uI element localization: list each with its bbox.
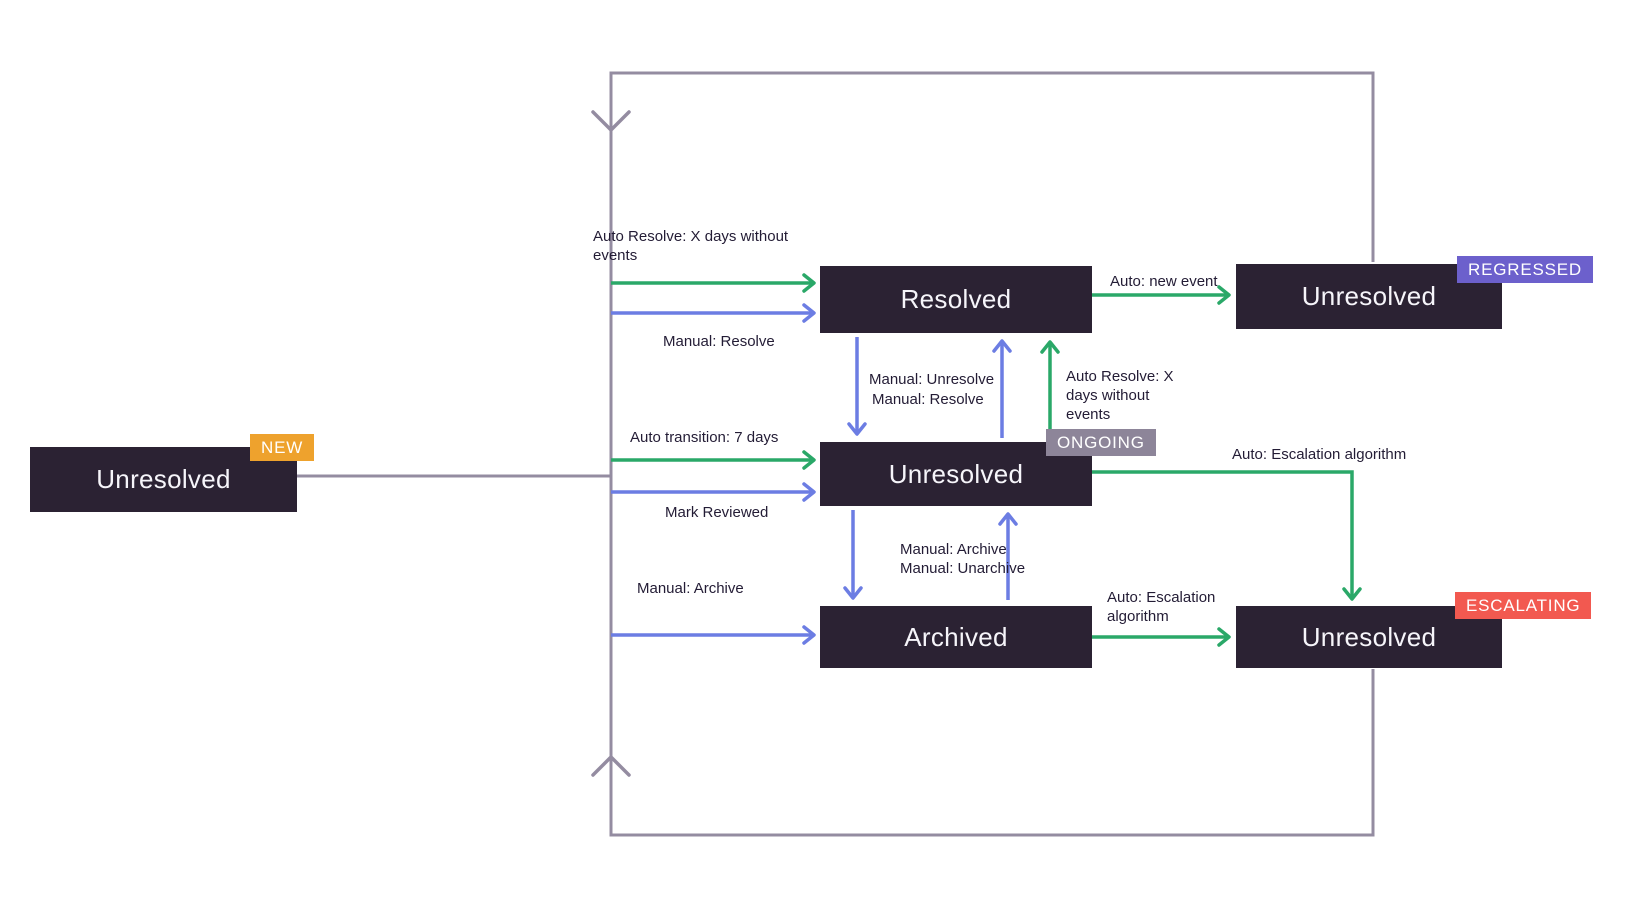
- state-label: Resolved: [900, 284, 1012, 314]
- state-label: Unresolved: [888, 458, 1024, 489]
- arrow-auto-escalation-top: [1092, 470, 1362, 601]
- edge-label-manual-resolve-mid: Manual: Resolve: [872, 391, 984, 408]
- state-label: Unresolved: [1301, 281, 1437, 311]
- state-box-archived: Archived: [820, 606, 1092, 668]
- loop-bottom-route: [609, 476, 1375, 837]
- edge-label-manual-unresolve: Manual: Unresolve: [869, 371, 995, 388]
- edge-label-mark-reviewed: Mark Reviewed: [665, 504, 769, 521]
- state-label: Unresolved: [1301, 621, 1437, 652]
- status-badge-escalating: ESCALATING: [1455, 592, 1592, 619]
- edge-label-manual-archive-mid: Manual: Archive: [900, 541, 1007, 558]
- state-box-resolved: Resolved: [820, 266, 1092, 333]
- status-badge-ongoing: ONGOING: [1046, 429, 1156, 456]
- edge-label-auto-new-event: Auto: new event: [1110, 273, 1218, 290]
- edge-label-manual-resolve-left: Manual: Resolve: [663, 333, 775, 350]
- edge-label-auto-escalation-mid: Auto: Escalation algorithm: [1107, 589, 1216, 625]
- edge-label-auto-resolve-right: Auto Resolve: X days without events: [1066, 368, 1174, 423]
- status-badge-new: NEW: [250, 434, 315, 461]
- edge-label-manual-unarchive-mid: Manual: Unarchive: [900, 560, 1026, 577]
- state-label: Unresolved: [96, 464, 231, 494]
- status-badge-regressed: REGRESSED: [1457, 256, 1593, 283]
- edge-label-manual-archive-left: Manual: Archive: [637, 580, 744, 597]
- loop-top-route: [609, 71, 1375, 476]
- edge-label-auto-escalation-top: Auto: Escalation algorithm: [1232, 446, 1407, 463]
- edge-label-auto-transition: Auto transition: 7 days: [630, 429, 779, 446]
- edge-label-auto-resolve-left: Auto Resolve: X days without events: [593, 228, 789, 264]
- loop-down-chevron-icon: [591, 110, 631, 132]
- loop-up-chevron-icon: [591, 755, 631, 777]
- state-label: Archived: [904, 621, 1008, 652]
